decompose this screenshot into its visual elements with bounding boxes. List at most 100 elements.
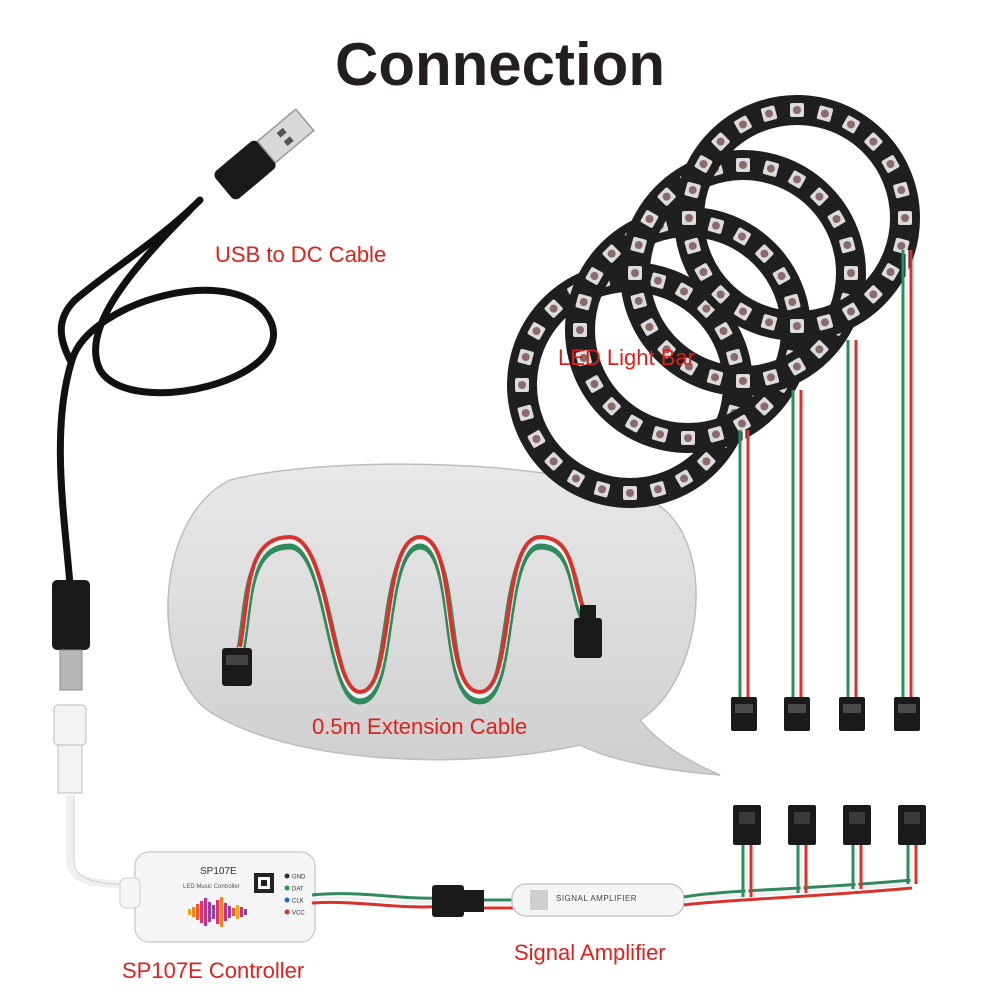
- wave-bar: [192, 907, 195, 917]
- led-dot: [688, 241, 697, 250]
- pin-label: VCC: [292, 911, 305, 917]
- led-dot: [656, 430, 665, 439]
- led-dot: [576, 326, 584, 334]
- usb-dc-cable: [52, 108, 315, 889]
- led-dot: [815, 192, 824, 201]
- led-dot: [739, 120, 747, 129]
- led-dot: [793, 106, 801, 114]
- led-dot: [518, 381, 526, 389]
- led-dot: [645, 323, 654, 331]
- amplifier-output-leads: [733, 805, 926, 897]
- led-dot: [793, 175, 801, 184]
- led-dot: [820, 318, 829, 327]
- led-dot: [901, 214, 909, 222]
- wave-bar: [224, 903, 227, 921]
- lead-wire: [839, 340, 865, 731]
- led-dot: [886, 160, 895, 168]
- audio-wave-icon: [188, 897, 247, 927]
- usb-plug-icon: [214, 108, 315, 200]
- led-dot: [645, 215, 654, 223]
- led-lead-wires: [731, 250, 920, 731]
- led-dot: [653, 276, 662, 285]
- pin-dot: [284, 873, 290, 879]
- led-dot: [793, 362, 801, 371]
- led-dot: [688, 186, 697, 195]
- female-connector: [839, 697, 865, 731]
- controller-pins: GND DAT CLK VCC: [284, 873, 306, 917]
- wave-bar: [236, 905, 239, 919]
- led-dot: [630, 419, 638, 428]
- led-light-bar-label: LED Light Bar: [558, 345, 695, 370]
- led-dot: [765, 318, 774, 327]
- dc-plug-icon: [52, 580, 90, 691]
- wave-bar: [188, 909, 191, 915]
- led-dot: [716, 290, 725, 299]
- led-dot: [897, 241, 906, 250]
- led-dot: [815, 345, 824, 354]
- led-dot: [793, 322, 801, 330]
- led-dot: [685, 214, 693, 222]
- led-dot: [572, 474, 580, 483]
- led-dot: [598, 485, 607, 494]
- lead-wire: [894, 250, 920, 731]
- led-dot: [843, 241, 852, 250]
- led-dot: [662, 345, 671, 354]
- pin-label: DAT: [292, 887, 304, 893]
- led-dot: [590, 272, 599, 280]
- wave-bar: [204, 898, 207, 926]
- wave-bar: [200, 901, 203, 923]
- led-dot: [549, 304, 558, 313]
- extension-cable-label: 0.5m Extension Cable: [312, 714, 528, 739]
- pin-dot: [284, 885, 290, 891]
- led-dot: [521, 353, 530, 362]
- signal-amplifier: SIGNAL AMPLIFIER: [484, 878, 913, 917]
- pin-dot: [284, 909, 290, 915]
- female-connector: [894, 697, 920, 731]
- led-dot: [788, 298, 797, 307]
- led-ring: [674, 95, 920, 341]
- led-dot: [766, 164, 775, 173]
- male-connector: [733, 805, 761, 845]
- led-dot: [680, 287, 688, 296]
- led-dot: [730, 353, 739, 362]
- amplifier-text: SIGNAL AMPLIFIER: [556, 894, 637, 903]
- led-dot: [738, 419, 746, 428]
- led-dot: [685, 362, 693, 371]
- led-dot: [820, 109, 829, 118]
- led-dot: [684, 434, 692, 442]
- led-dot: [760, 249, 769, 258]
- extension-cable: [222, 534, 602, 705]
- led-dot: [716, 137, 725, 146]
- led-dot: [607, 402, 616, 411]
- controller-label: SP107E Controller: [122, 958, 305, 983]
- led-dot: [739, 161, 747, 169]
- female-connector: [731, 697, 757, 731]
- pin-label: GND: [292, 875, 306, 881]
- led-dot: [634, 296, 643, 305]
- lead-wire: [731, 430, 757, 731]
- dc-jack-icon: [53, 704, 145, 889]
- led-dot: [739, 377, 747, 385]
- led-dot: [886, 268, 895, 276]
- male-connector: [898, 805, 926, 845]
- wave-bar: [240, 907, 243, 917]
- led-dot: [719, 327, 728, 335]
- led-dot: [626, 489, 634, 497]
- led-dot: [766, 373, 775, 382]
- output-lead: [843, 805, 871, 889]
- led-dot: [760, 402, 769, 411]
- output-lead: [788, 805, 816, 893]
- led-dot: [739, 307, 747, 316]
- page-title: Connection: [335, 31, 665, 98]
- wave-bar: [228, 906, 231, 918]
- wave-bar: [220, 897, 223, 927]
- led-dot: [702, 304, 711, 313]
- lead-wire: [784, 390, 810, 731]
- pin-label: CLK: [292, 899, 304, 905]
- connector-right: [574, 618, 602, 658]
- led-dot: [680, 474, 688, 483]
- led-dot: [869, 290, 878, 299]
